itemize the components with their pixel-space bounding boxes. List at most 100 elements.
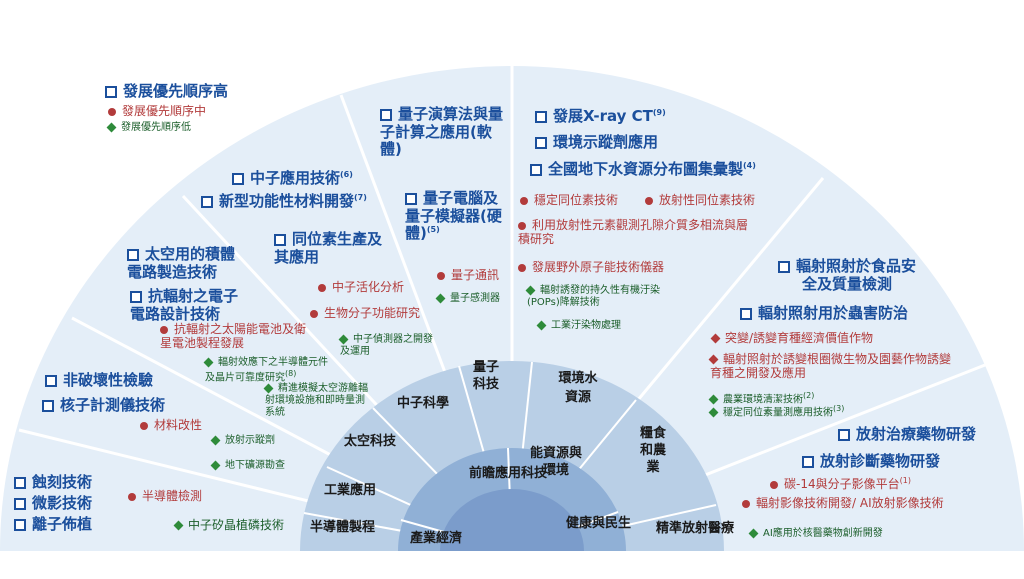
item-space-env: 精進模擬太空游離輻射環境設施和即時量測系統 (263, 383, 368, 418)
item-quantum-computer: 量子電腦及量子模擬器(硬體)(5) (405, 189, 502, 243)
center-hub (440, 489, 584, 551)
item-solar-cell: 抗輻射之太陽能電池及衛星電池製程發展 (160, 322, 307, 351)
circle-marker-icon (310, 309, 318, 318)
item-ntd: 中子矽晶植磷技術 (173, 518, 284, 532)
square-marker-icon (14, 497, 26, 510)
category-space: 太空科技 (344, 434, 397, 449)
category-quantum: 量子科技 (472, 360, 499, 392)
square-marker-icon (535, 136, 547, 149)
square-marker-icon (127, 248, 139, 261)
diamond-marker-icon (710, 333, 721, 344)
item-pest-control: 輻射照射用於蟲害防治 (740, 304, 908, 323)
square-marker-icon (130, 290, 142, 303)
diamond-marker-icon (210, 460, 221, 470)
diamond-marker-icon (708, 394, 719, 405)
square-marker-icon (201, 195, 213, 208)
item-lithography: 微影技術 (14, 494, 92, 513)
circle-marker-icon (108, 107, 116, 116)
circle-marker-icon (770, 480, 778, 489)
diamond-marker-icon (203, 357, 214, 367)
item-pops: 輻射誘發的持久性有機汙染(POPs)降解技術 (525, 285, 660, 308)
item-isotope-production: 同位素生產及其應用 (274, 230, 383, 266)
diamond-marker-icon (338, 334, 349, 344)
legend-high: 發展優先順序高 (105, 82, 228, 101)
category-environment: 環境水資源 (558, 371, 598, 405)
diamond-marker-icon (106, 122, 117, 132)
legend-low: 發展優先順序低 (106, 122, 191, 134)
square-marker-icon (274, 233, 286, 246)
square-marker-icon (405, 192, 417, 205)
item-ai-nuclear-med: AI應用於核醫藥物創新開發 (748, 528, 883, 540)
item-tracer: 環境示蹤劑應用 (535, 133, 658, 152)
diamond-marker-icon (210, 435, 221, 445)
item-new-materials: 新型功能性材料開發(7) (201, 192, 367, 211)
item-space-ic: 太空用的積體電路製造技術 (127, 245, 236, 281)
item-wastewater: 工業汙染物處理 (536, 320, 621, 332)
item-bio-molecular: 生物分子功能研究 (310, 306, 420, 320)
domain-industry: 產業經濟 (410, 531, 463, 546)
circle-marker-icon (140, 421, 148, 430)
circle-marker-icon (128, 492, 136, 501)
category-neutron: 中子科學 (397, 396, 450, 411)
item-c14-platform: 碳-14與分子影像平台(1) (770, 476, 911, 491)
domain-energy: 能資源與環境 (529, 446, 582, 478)
item-radiopharm-therapy: 放射治療藥物研發 (838, 425, 976, 444)
square-marker-icon (535, 110, 547, 123)
circle-marker-icon (742, 499, 750, 508)
square-marker-icon (380, 108, 392, 121)
item-stable-isotope-agri: 穩定同位素量測應用技術(3) (708, 404, 844, 419)
category-agriculture: 糧食和農業 (639, 426, 666, 475)
square-marker-icon (14, 518, 26, 531)
square-marker-icon (838, 428, 850, 441)
item-quantum-comm: 量子通訊 (437, 268, 499, 282)
item-neutron-activation: 中子活化分析 (318, 280, 404, 294)
square-marker-icon (740, 307, 752, 320)
item-quantum-algorithm: 量子演算法與量子計算之應用(軟體) (380, 105, 504, 159)
item-groundwater: 全國地下水資源分布圖集彙製(4) (530, 160, 756, 179)
item-rad-hard: 抗輻射之電子電路設計技術 (130, 287, 239, 323)
circle-marker-icon (318, 283, 326, 292)
diamond-marker-icon (708, 407, 719, 418)
item-neutron-tech: 中子應用技術(6) (232, 169, 353, 188)
category-semiconductor: 半導體製程 (310, 520, 376, 535)
center-label: 前瞻應用科技 (468, 466, 547, 481)
item-xray-ct: 發展X-ray CT(9) (535, 107, 666, 126)
item-field-instrument: 發展野外原子能技術儀器 (518, 260, 664, 274)
circle-marker-icon (160, 325, 168, 334)
item-stable-isotope: 穩定同位素技術 (520, 193, 618, 207)
item-underground: 地下礦源勘查 (210, 460, 285, 472)
square-marker-icon (45, 374, 57, 387)
item-implant: 離子佈植 (14, 515, 92, 534)
item-rhizosphere: 輻射照射於誘變根圈微生物及園藝作物誘變育種之開發及應用 (708, 352, 952, 381)
diamond-marker-icon (435, 293, 446, 303)
item-nuclear-gauge: 核子計測儀技術 (42, 396, 165, 415)
circle-marker-icon (518, 263, 526, 272)
item-radio-isotope: 放射性同位素技術 (645, 193, 755, 207)
circle-marker-icon (518, 221, 526, 230)
category-industrial: 工業應用 (324, 483, 377, 498)
diamond-marker-icon (536, 320, 547, 330)
item-agri-env: 農業環境清潔技術(2) (708, 391, 814, 406)
circle-marker-icon (437, 271, 445, 280)
category-medicine: 精準放射醫療 (656, 521, 735, 536)
item-semi-detect: 半導體檢測 (128, 489, 202, 503)
square-marker-icon (777, 260, 790, 273)
item-food-irradiation: 輻射照射於食品安全及質量檢測 (772, 257, 922, 293)
item-radiopharm-diag: 放射診斷藥物研發 (802, 452, 940, 471)
circle-marker-icon (520, 196, 528, 205)
domain-health: 健康與民生 (566, 516, 632, 531)
diamond-marker-icon (525, 285, 536, 295)
item-mutation-breeding: 突變/誘變育種經濟價值作物 (710, 331, 873, 345)
item-quantum-sensor: 量子感測器 (435, 293, 500, 305)
square-marker-icon (530, 163, 542, 176)
square-marker-icon (42, 399, 54, 412)
square-marker-icon (802, 455, 814, 468)
square-marker-icon (232, 172, 244, 185)
item-seu: 輻射效應下之半導體元件及晶片可靠度研究(8) (203, 357, 328, 384)
outer-dividers (18, 66, 986, 553)
diamond-marker-icon (263, 383, 274, 393)
square-marker-icon (14, 476, 26, 489)
item-neutron-detector: 中子偵測器之開發及運用 (338, 334, 433, 357)
legend-mid: 發展優先順序中 (108, 104, 206, 118)
